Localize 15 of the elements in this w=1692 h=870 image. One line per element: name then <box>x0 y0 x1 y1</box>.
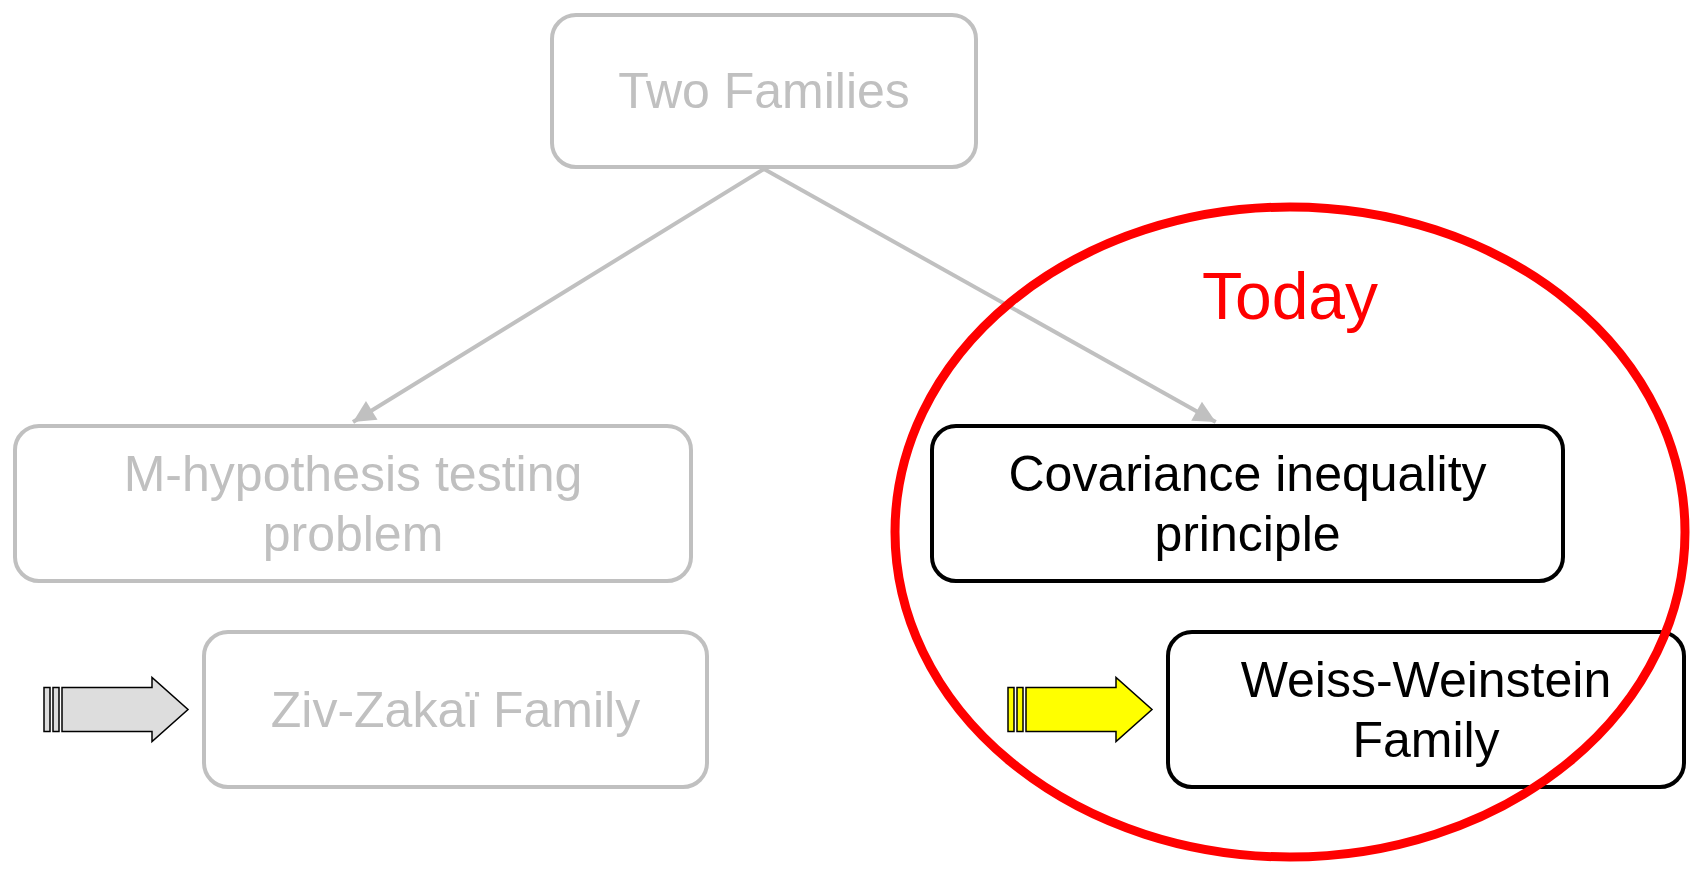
node-label: Ziv-Zakaï Family <box>270 680 641 740</box>
rounded-box <box>930 424 1565 583</box>
rounded-box <box>202 630 709 789</box>
rounded-box <box>550 13 978 169</box>
arrow <box>763 167 1217 424</box>
node-label: M-hypothesis testing problem <box>122 444 584 564</box>
highlight-ellipse <box>890 202 1690 862</box>
node-label: Two Families <box>618 62 910 121</box>
arrow <box>351 167 766 424</box>
block-arrow <box>43 675 190 744</box>
block-arrow <box>1007 675 1154 744</box>
rounded-box <box>13 424 693 583</box>
node-label: Covariance inequality principle <box>1007 444 1488 564</box>
node-label: Weiss-Weinstein Family <box>1239 650 1613 770</box>
heading: Today <box>1201 258 1379 335</box>
